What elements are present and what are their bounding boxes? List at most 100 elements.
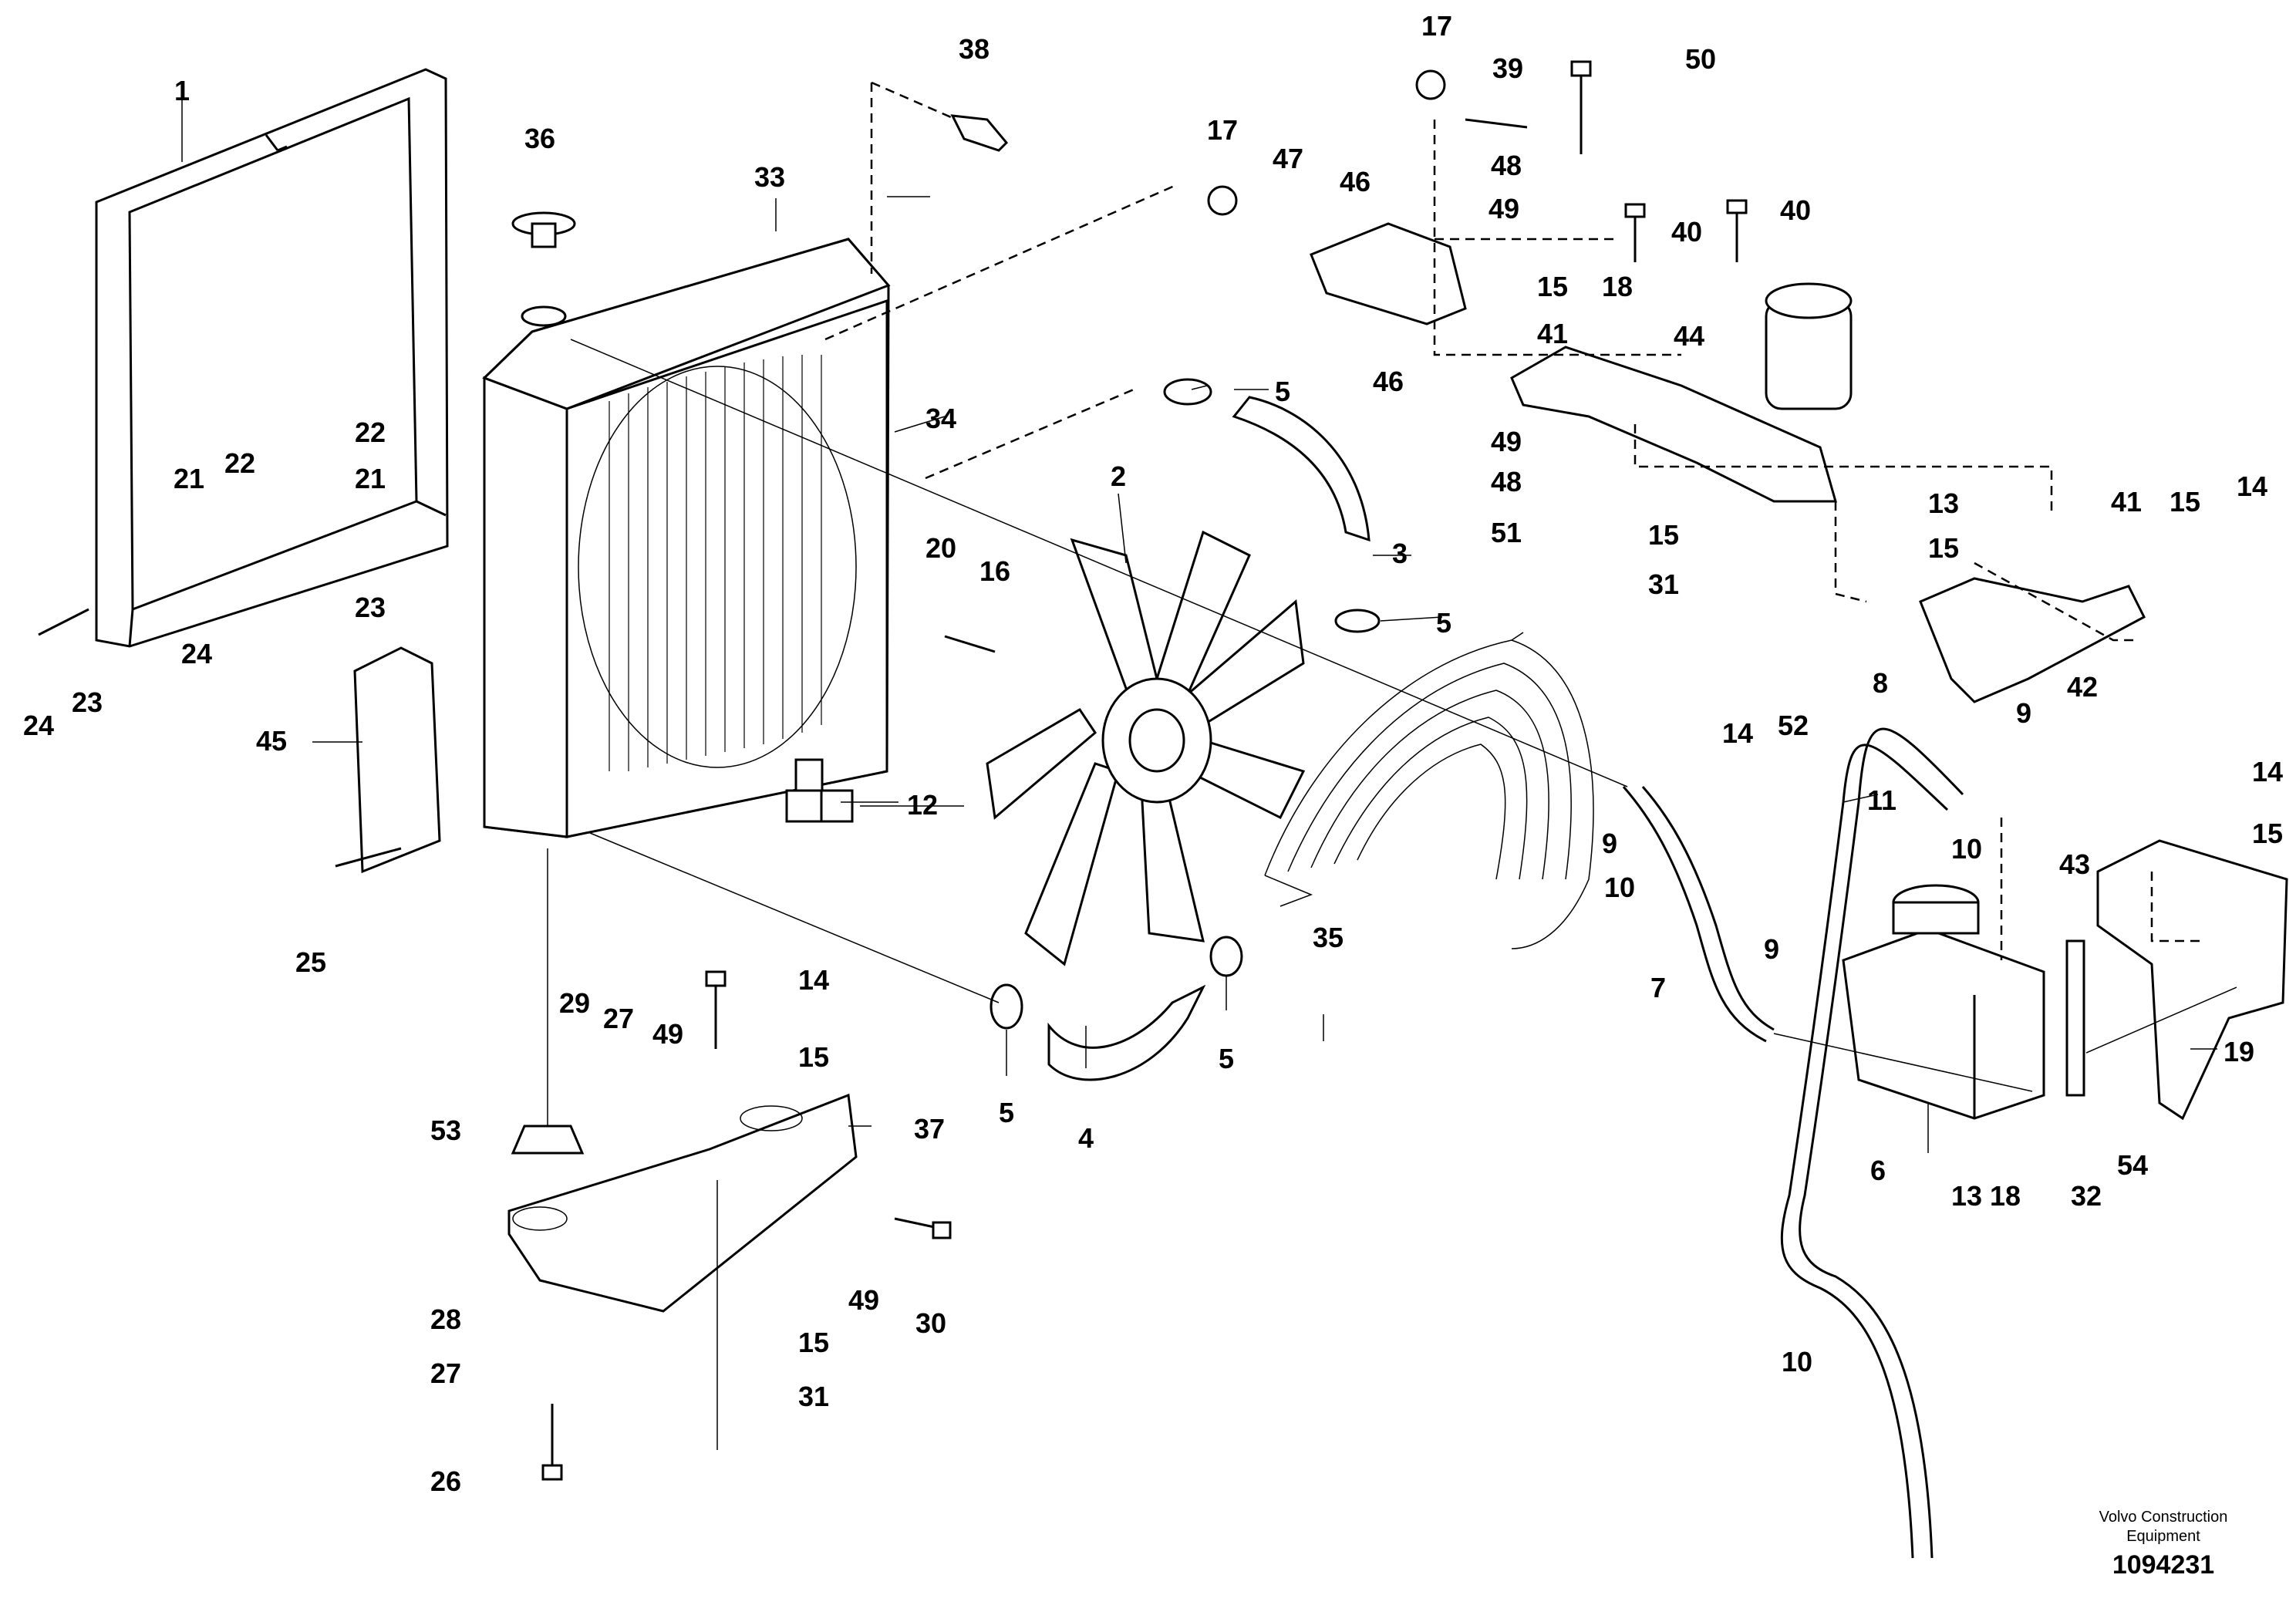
callout-9-a: 9 [2016,697,2031,729]
callout-8: 8 [1873,667,1888,699]
callout-15-c: 15 [1928,532,1959,564]
callout-10-a: 10 [1951,833,1982,865]
callout-38: 38 [959,33,990,65]
company-name-line-1: Volvo Construction [2099,1509,2228,1526]
callout-39: 39 [1492,52,1523,84]
callout-35: 35 [1313,922,1344,953]
callout-49-a: 49 [1489,193,1519,224]
strap-part-43 [2065,939,2085,1097]
bracket-part-45 [353,646,441,874]
callout-15-e: 15 [2252,818,2283,849]
callout-44: 44 [1674,320,1704,352]
callout-31-b: 31 [798,1381,829,1412]
callout-5-d: 5 [1219,1043,1234,1074]
callout-20: 20 [925,532,956,564]
drain-elbow-part-12 [785,758,854,823]
callout-17-a: 17 [1421,10,1452,42]
callout-2: 2 [1111,460,1126,492]
callout-19: 19 [2224,1036,2254,1067]
callout-17-b: 17 [1207,114,1238,146]
callout-48-b: 48 [1491,466,1522,497]
callout-21-b: 21 [355,463,386,494]
hose-part-4 [990,936,1243,1081]
callout-5-c: 5 [999,1097,1014,1128]
callout-13-a: 13 [1928,487,1959,519]
callout-12: 12 [907,789,938,821]
callout-50: 50 [1685,43,1716,75]
callout-37: 37 [914,1113,945,1145]
drawing-footer: Volvo Construction Equipment 1094231 [2099,1509,2228,1580]
callout-52: 52 [1778,710,1809,741]
callout-34: 34 [925,403,956,434]
callout-54: 54 [2117,1149,2148,1181]
callout-32: 32 [2071,1180,2102,1212]
callout-1: 1 [174,75,190,106]
fasteners [38,60,1748,1481]
callout-5-a: 5 [1275,376,1290,407]
callout-36: 36 [524,123,555,154]
company-name-line-2: Equipment [2126,1528,2200,1545]
callout-26: 26 [430,1465,461,1497]
callout-41-b: 41 [2111,486,2142,518]
callout-49-b: 49 [1491,426,1522,457]
callout-15-f: 15 [798,1041,829,1073]
overflow-hose-part-7 [1622,786,1775,1043]
callout-23-b: 23 [72,686,103,718]
fan-part-2 [986,530,1306,966]
callout-15-g: 15 [798,1327,829,1358]
callout-27-a: 27 [603,1003,634,1034]
callout-41-a: 41 [1537,318,1568,349]
callout-51: 51 [1491,517,1522,548]
radiator-cap-part-36 [511,211,576,327]
callout-40-b: 40 [1780,194,1811,226]
rubber-mount-part-53 [511,1125,585,1155]
callout-29: 29 [559,987,590,1019]
callout-49-d: 49 [848,1284,879,1316]
callout-30: 30 [915,1307,946,1339]
callout-49-c: 49 [652,1018,683,1050]
callout-labels: 1 2 3 4 5 5 5 5 6 7 8 9 9 9 10 10 10 10 … [23,10,2283,1497]
callout-7: 7 [1650,972,1666,1003]
callout-4: 4 [1078,1122,1094,1154]
callout-6: 6 [1870,1155,1886,1186]
reservoir-part-44b [1765,282,1853,410]
callout-9-b: 9 [1602,828,1617,859]
fan-guard-part-35 [1264,632,1594,949]
bracket-part-42 [1919,577,2146,703]
callout-5-b: 5 [1436,607,1451,639]
callout-46-a: 46 [1340,166,1371,197]
callout-53: 53 [430,1114,461,1146]
callout-14-b: 14 [1722,717,1753,749]
hose-part-8 [1780,727,1964,1559]
callout-40-a: 40 [1671,216,1702,248]
callout-48-a: 48 [1491,150,1522,181]
callout-10-b: 10 [1604,872,1635,903]
callout-28: 28 [430,1303,461,1335]
callout-21-a: 21 [174,463,204,494]
callout-14-c: 14 [2252,756,2283,787]
callout-31-a: 31 [1648,568,1679,600]
temperature-sensor-part-38 [870,81,1009,274]
callout-10-c: 10 [1782,1346,1812,1378]
lower-mount-bracket-part-37 [507,1093,858,1313]
callout-14-a: 14 [2237,470,2267,502]
callout-33: 33 [754,161,785,193]
callout-42: 42 [2067,671,2098,703]
callout-45: 45 [256,725,287,757]
bracket-part-46 [1310,222,1467,325]
callout-18-a: 18 [1602,271,1633,302]
callout-11: 11 [1867,784,1896,816]
callout-24-b: 24 [23,710,54,741]
callout-15-a: 15 [1537,271,1568,302]
callout-24-a: 24 [181,638,212,669]
callout-16: 16 [979,555,1010,587]
mounting-bracket-part-44 [1510,346,1837,503]
callout-13-b: 13 [1951,1180,1982,1212]
expansion-tank-part-6 [1842,884,2045,1120]
callout-25: 25 [295,946,326,978]
callout-15-b: 15 [1648,519,1679,551]
frame-shroud-part-1 [95,68,449,648]
callout-18-b: 18 [1990,1180,2021,1212]
callout-46-b: 46 [1373,366,1404,397]
